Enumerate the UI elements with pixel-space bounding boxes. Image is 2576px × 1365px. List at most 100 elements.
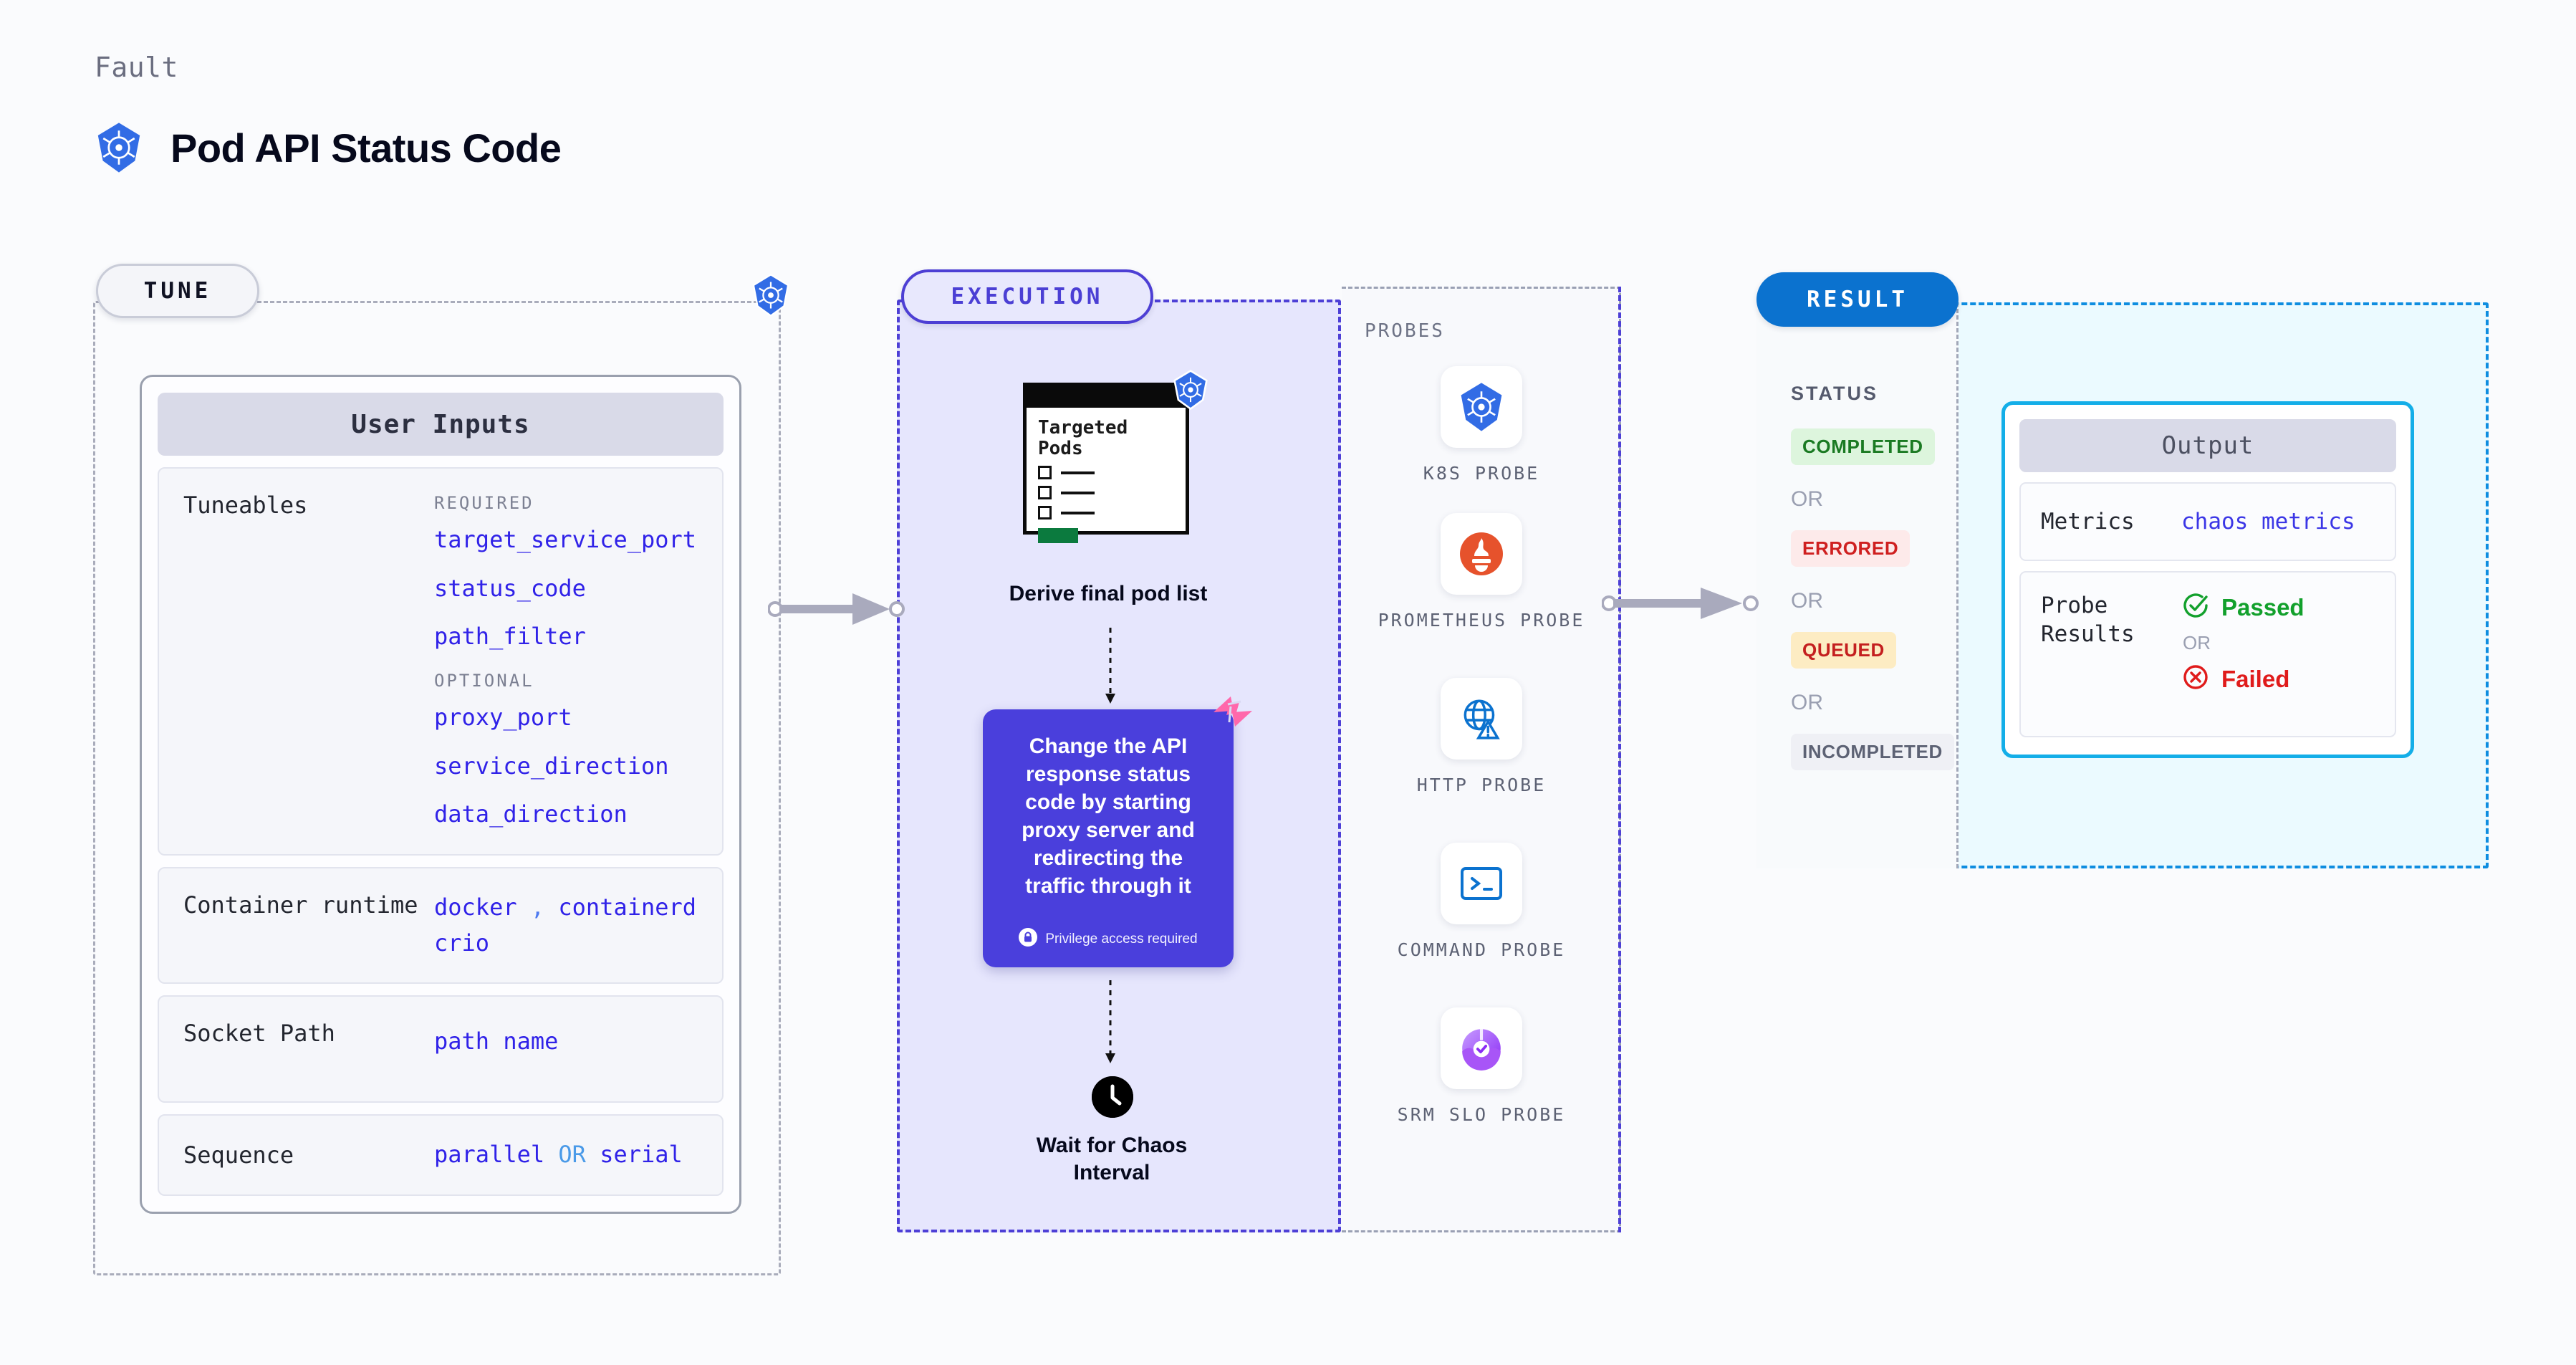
tuneable-data-direction[interactable]: data_direction xyxy=(434,800,628,828)
checkbox-icon xyxy=(1038,506,1052,520)
user-inputs-card: User Inputs Tuneables REQUIRED target_se… xyxy=(140,375,741,1214)
tuneable-path-filter[interactable]: path_filter xyxy=(434,623,586,651)
status-badge-completed: COMPLETED xyxy=(1791,428,1935,465)
runtime-separator: , xyxy=(530,893,545,921)
targeted-pods-card: Targeted Pods xyxy=(1023,383,1189,544)
container-runtime-row: Container runtime docker , containerd cr… xyxy=(158,866,724,985)
kubernetes-icon xyxy=(95,122,143,173)
runtime-docker[interactable]: docker xyxy=(434,893,517,921)
sequence-values: parallel OR serial xyxy=(434,1137,683,1173)
card-body: Targeted Pods xyxy=(1027,408,1186,544)
sequence-or: OR xyxy=(558,1141,586,1169)
targeted-pods-title: Targeted Pods xyxy=(1038,417,1128,460)
tuneables-values: REQUIRED target_service_port status_code… xyxy=(434,490,696,833)
probe-srm-slo[interactable]: SRM SLO PROBE xyxy=(1342,1007,1621,1128)
sequence-parallel[interactable]: parallel xyxy=(434,1141,545,1169)
probe-results-or: OR xyxy=(2183,632,2211,653)
probes-section-label: PROBES xyxy=(1365,320,1445,342)
runtime-containerd[interactable]: containerd xyxy=(558,893,697,921)
metrics-value[interactable]: chaos metrics xyxy=(2181,509,2355,535)
terminal-icon xyxy=(1441,843,1522,924)
container-runtime-values: docker , containerd crio xyxy=(434,890,696,961)
lock-icon xyxy=(1019,928,1038,950)
probe-result-failed: Failed xyxy=(2181,663,2305,695)
status-badge-incompleted: INCOMPLETED xyxy=(1791,734,1954,770)
probe-http[interactable]: HTTP PROBE xyxy=(1342,678,1621,798)
action-description: Change the API response status code by s… xyxy=(1022,734,1195,898)
stage-pill-tune[interactable]: TUNE xyxy=(96,264,259,318)
probe-prometheus[interactable]: PROMETHEUS PROBE xyxy=(1342,513,1621,633)
status-column: STATUS COMPLETED OR ERRORED OR QUEUED OR… xyxy=(1756,302,1959,868)
probe-results-values: Passed OR Failed xyxy=(2181,591,2305,695)
x-circle-icon xyxy=(2181,663,2210,695)
metrics-row: Metrics chaos metrics xyxy=(2019,482,2396,561)
harness-icon xyxy=(1212,694,1254,733)
derive-pod-list-caption: Derive final pod list xyxy=(1009,582,1208,605)
status-or-3: OR xyxy=(1791,691,1823,714)
stage-pill-result[interactable]: RESULT xyxy=(1756,272,1959,327)
probe-results-row: Probe Results Passed OR xyxy=(2019,571,2396,737)
action-card: Change the API response status code by s… xyxy=(983,709,1234,967)
socket-path-value[interactable]: path name xyxy=(434,1028,559,1055)
tune-panel: User Inputs Tuneables REQUIRED target_se… xyxy=(93,301,781,1275)
list-item xyxy=(1038,466,1174,480)
status-or-1: OR xyxy=(1791,487,1823,511)
list-item xyxy=(1038,486,1174,500)
globe-warning-icon xyxy=(1441,678,1522,760)
probe-label: K8S PROBE xyxy=(1423,463,1540,484)
status-badge-errored: ERRORED xyxy=(1791,530,1911,567)
connector-execution-to-result xyxy=(1602,588,1759,619)
probe-command[interactable]: COMMAND PROBE xyxy=(1342,843,1621,963)
container-runtime-label: Container runtime xyxy=(183,891,418,919)
probe-label: PROMETHEUS PROBE xyxy=(1378,610,1585,631)
metrics-label: Metrics xyxy=(2041,508,2135,535)
progress-bar xyxy=(1038,528,1078,544)
probe-label: COMMAND PROBE xyxy=(1397,939,1566,960)
line-placeholder xyxy=(1061,491,1095,494)
runtime-crio[interactable]: crio xyxy=(434,929,490,957)
page-title-row: Pod API Status Code xyxy=(95,122,562,173)
wait-for-chaos-caption: Wait for Chaos Interval xyxy=(1036,1134,1188,1184)
failed-label: Failed xyxy=(2221,665,2290,692)
srm-slo-icon xyxy=(1441,1007,1522,1089)
check-circle-icon xyxy=(2181,591,2210,623)
kubernetes-badge-tune xyxy=(751,274,791,320)
sequence-row: Sequence parallel OR serial xyxy=(158,1114,724,1196)
privilege-note: Privilege access required xyxy=(983,928,1234,950)
tuneables-row: Tuneables REQUIRED target_service_port s… xyxy=(158,467,724,856)
privilege-text: Privilege access required xyxy=(1045,931,1198,947)
output-title: Output xyxy=(2019,419,2396,472)
clock-icon xyxy=(1092,1076,1133,1118)
tuneable-target-service-port[interactable]: target_service_port xyxy=(434,526,697,554)
page-eyebrow: Fault xyxy=(95,52,178,83)
kubernetes-icon xyxy=(1441,366,1522,448)
line-placeholder xyxy=(1061,511,1095,514)
probe-results-label: Probe Results xyxy=(2041,593,2135,648)
tuneable-proxy-port[interactable]: proxy_port xyxy=(434,704,572,732)
probes-panel: PROBES K8S PROBE xyxy=(1342,287,1621,1232)
page-title: Pod API Status Code xyxy=(170,125,562,171)
card-header-bar xyxy=(1027,386,1186,408)
passed-label: Passed xyxy=(2221,593,2305,621)
status-or-2: OR xyxy=(1791,589,1823,613)
probe-label: HTTP PROBE xyxy=(1416,775,1547,795)
connector-tune-to-execution xyxy=(768,593,905,625)
stage-pill-execution[interactable]: EXECUTION xyxy=(901,269,1153,324)
tuneable-service-direction[interactable]: service_direction xyxy=(434,752,669,780)
status-badge-queued: QUEUED xyxy=(1791,632,1896,669)
sequence-serial[interactable]: serial xyxy=(600,1141,683,1169)
tuneable-status-code[interactable]: status_code xyxy=(434,574,586,602)
sequence-label: Sequence xyxy=(183,1141,294,1169)
prometheus-icon xyxy=(1441,513,1522,595)
arrow-action-to-wait xyxy=(1105,980,1115,1063)
probe-k8s[interactable]: K8S PROBE xyxy=(1342,366,1621,487)
checkbox-icon xyxy=(1038,486,1052,500)
required-label: REQUIRED xyxy=(434,493,534,513)
probe-label: SRM SLO PROBE xyxy=(1397,1104,1566,1125)
kubernetes-badge-pods xyxy=(1172,369,1209,413)
optional-label: OPTIONAL xyxy=(434,670,534,691)
status-label: STATUS xyxy=(1791,383,1878,404)
list-item xyxy=(1038,506,1174,520)
socket-path-row: Socket Path path name xyxy=(158,995,724,1103)
